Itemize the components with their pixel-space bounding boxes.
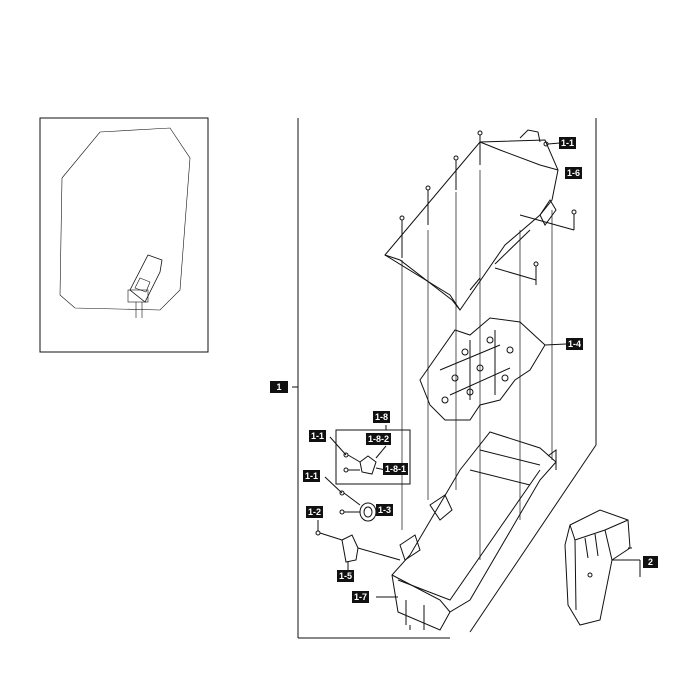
- projection-lines: [401, 170, 553, 560]
- inset-detail: [39, 117, 209, 353]
- fuse-part: [324, 476, 386, 522]
- part-label-2: 2: [643, 556, 658, 568]
- duct-cover: [384, 129, 559, 311]
- thermostat-callout: [329, 425, 411, 485]
- part-label-1-1-top: 1-1: [559, 137, 577, 149]
- part-label-1-3: 1-3: [376, 504, 394, 516]
- part-label-1-8-2: 1-8-2: [366, 433, 392, 445]
- terminal-part: [315, 520, 401, 570]
- main-frame: [296, 118, 597, 639]
- bracket-part: [564, 509, 641, 626]
- part-label-1-1-b: 1-1: [303, 470, 321, 482]
- part-label-1-1-a: 1-1: [309, 430, 327, 442]
- part-label-1-4: 1-4: [566, 338, 584, 350]
- heater-housing: [391, 431, 557, 631]
- part-label-1-8: 1-8: [373, 411, 391, 423]
- part-label-1-8-1: 1-8-1: [383, 463, 409, 475]
- top-screws: [399, 130, 577, 285]
- part-label-1-6: 1-6: [565, 167, 583, 179]
- heater-plate: [419, 317, 567, 421]
- part-label-1-2: 1-2: [306, 506, 324, 518]
- part-label-1-5: 1-5: [337, 570, 355, 582]
- part-label-1-7: 1-7: [352, 591, 370, 603]
- part-label-1: 1: [270, 381, 288, 393]
